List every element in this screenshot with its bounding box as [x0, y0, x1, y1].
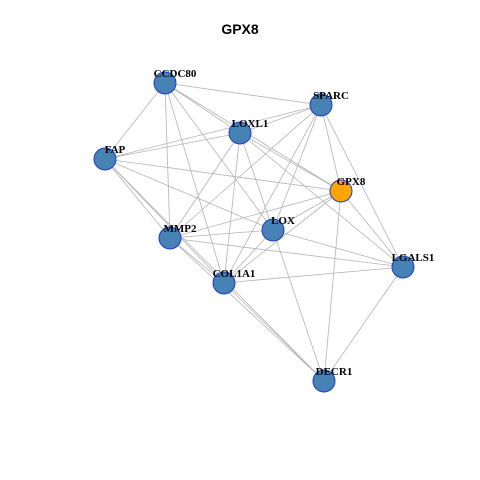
edge-gpx8-lgals1 — [340, 190, 404, 268]
edge-sparc-mmp2 — [169, 104, 322, 239]
node-mmp2[interactable] — [158, 226, 182, 250]
edge-fap-mmp2 — [104, 158, 171, 239]
edge-lox-col1a1 — [223, 229, 274, 284]
edge-gpx8-lox — [272, 190, 342, 231]
node-label-fap: FAP — [105, 144, 126, 156]
node-loxl1[interactable] — [228, 121, 252, 145]
node-label-mmp2: MMP2 — [164, 223, 197, 235]
node-ccdc80[interactable] — [153, 71, 177, 95]
edge-sparc-lgals1 — [320, 104, 404, 268]
edge-gpx8-decr1 — [323, 190, 342, 382]
edge-ccdc80-fap — [104, 82, 166, 160]
node-label-lox: LOX — [271, 215, 295, 227]
edge-loxl1-fap — [104, 132, 241, 160]
chart-title: GPX8 — [221, 21, 259, 37]
edge-sparc-fap — [104, 104, 322, 160]
node-layer — [93, 71, 415, 393]
edge-mmp2-col1a1 — [169, 237, 225, 284]
node-lox[interactable] — [261, 218, 285, 242]
edge-ccdc80-lox — [164, 82, 274, 231]
edge-sparc-col1a1 — [223, 104, 322, 284]
edge-loxl1-col1a1 — [223, 132, 241, 284]
node-label-sparc: SPARC — [313, 90, 349, 102]
edge-ccdc80-gpx8 — [164, 82, 342, 192]
node-label-ccdc80: CCDC80 — [154, 68, 197, 80]
node-label-gpx8: GPX8 — [337, 176, 366, 188]
edge-sparc-lox — [272, 104, 322, 231]
edge-mmp2-lgals1 — [169, 237, 404, 268]
edge-loxl1-mmp2 — [169, 132, 241, 239]
node-label-col1a1: COL1A1 — [213, 268, 256, 280]
edge-sparc-loxl1 — [239, 104, 322, 134]
edge-gpx8-col1a1 — [223, 190, 342, 284]
node-label-loxl1: LOXL1 — [232, 118, 269, 130]
edge-ccdc80-mmp2 — [164, 82, 171, 239]
edge-loxl1-gpx8 — [239, 132, 342, 192]
edge-lox-lgals1 — [272, 229, 404, 268]
edge-loxl1-lgals1 — [239, 132, 404, 268]
edge-fap-lox — [104, 158, 274, 231]
edge-fap-gpx8 — [104, 158, 342, 192]
node-label-lgals1: LGALS1 — [392, 252, 435, 264]
edge-lox-decr1 — [272, 229, 325, 382]
node-gpx8[interactable] — [329, 179, 353, 203]
node-lgals1[interactable] — [391, 255, 415, 279]
node-sparc[interactable] — [309, 93, 333, 117]
edge-ccdc80-col1a1 — [164, 82, 225, 284]
node-decr1[interactable] — [312, 369, 336, 393]
edge-col1a1-decr1 — [223, 282, 325, 382]
edge-gpx8-mmp2 — [169, 190, 342, 239]
edge-sparc-gpx8 — [320, 104, 342, 192]
node-fap[interactable] — [93, 147, 117, 171]
edge-ccdc80-loxl1 — [164, 82, 241, 134]
edge-fap-decr1 — [104, 158, 325, 382]
edge-mmp2-decr1 — [169, 237, 325, 382]
node-label-decr1: DECR1 — [316, 366, 353, 378]
edge-col1a1-lgals1 — [223, 266, 404, 284]
node-col1a1[interactable] — [212, 271, 236, 295]
edge-lgals1-decr1 — [323, 266, 404, 382]
edge-loxl1-lox — [239, 132, 274, 231]
edge-mmp2-lox — [169, 229, 274, 239]
edge-layer — [104, 82, 404, 382]
edge-ccdc80-sparc — [164, 82, 322, 106]
